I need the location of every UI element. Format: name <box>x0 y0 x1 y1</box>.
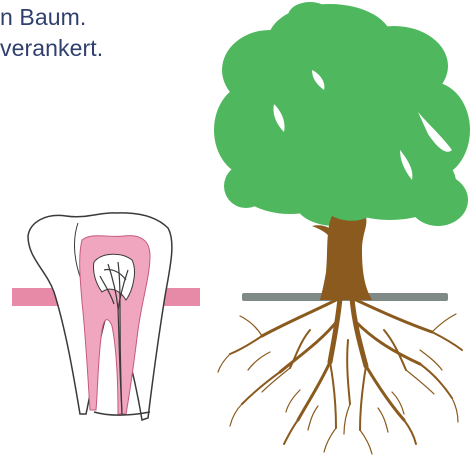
tree-canopy <box>214 2 470 226</box>
tree-illustration <box>214 2 470 454</box>
tree-roots <box>218 298 462 454</box>
tooth-illustration <box>12 213 200 420</box>
